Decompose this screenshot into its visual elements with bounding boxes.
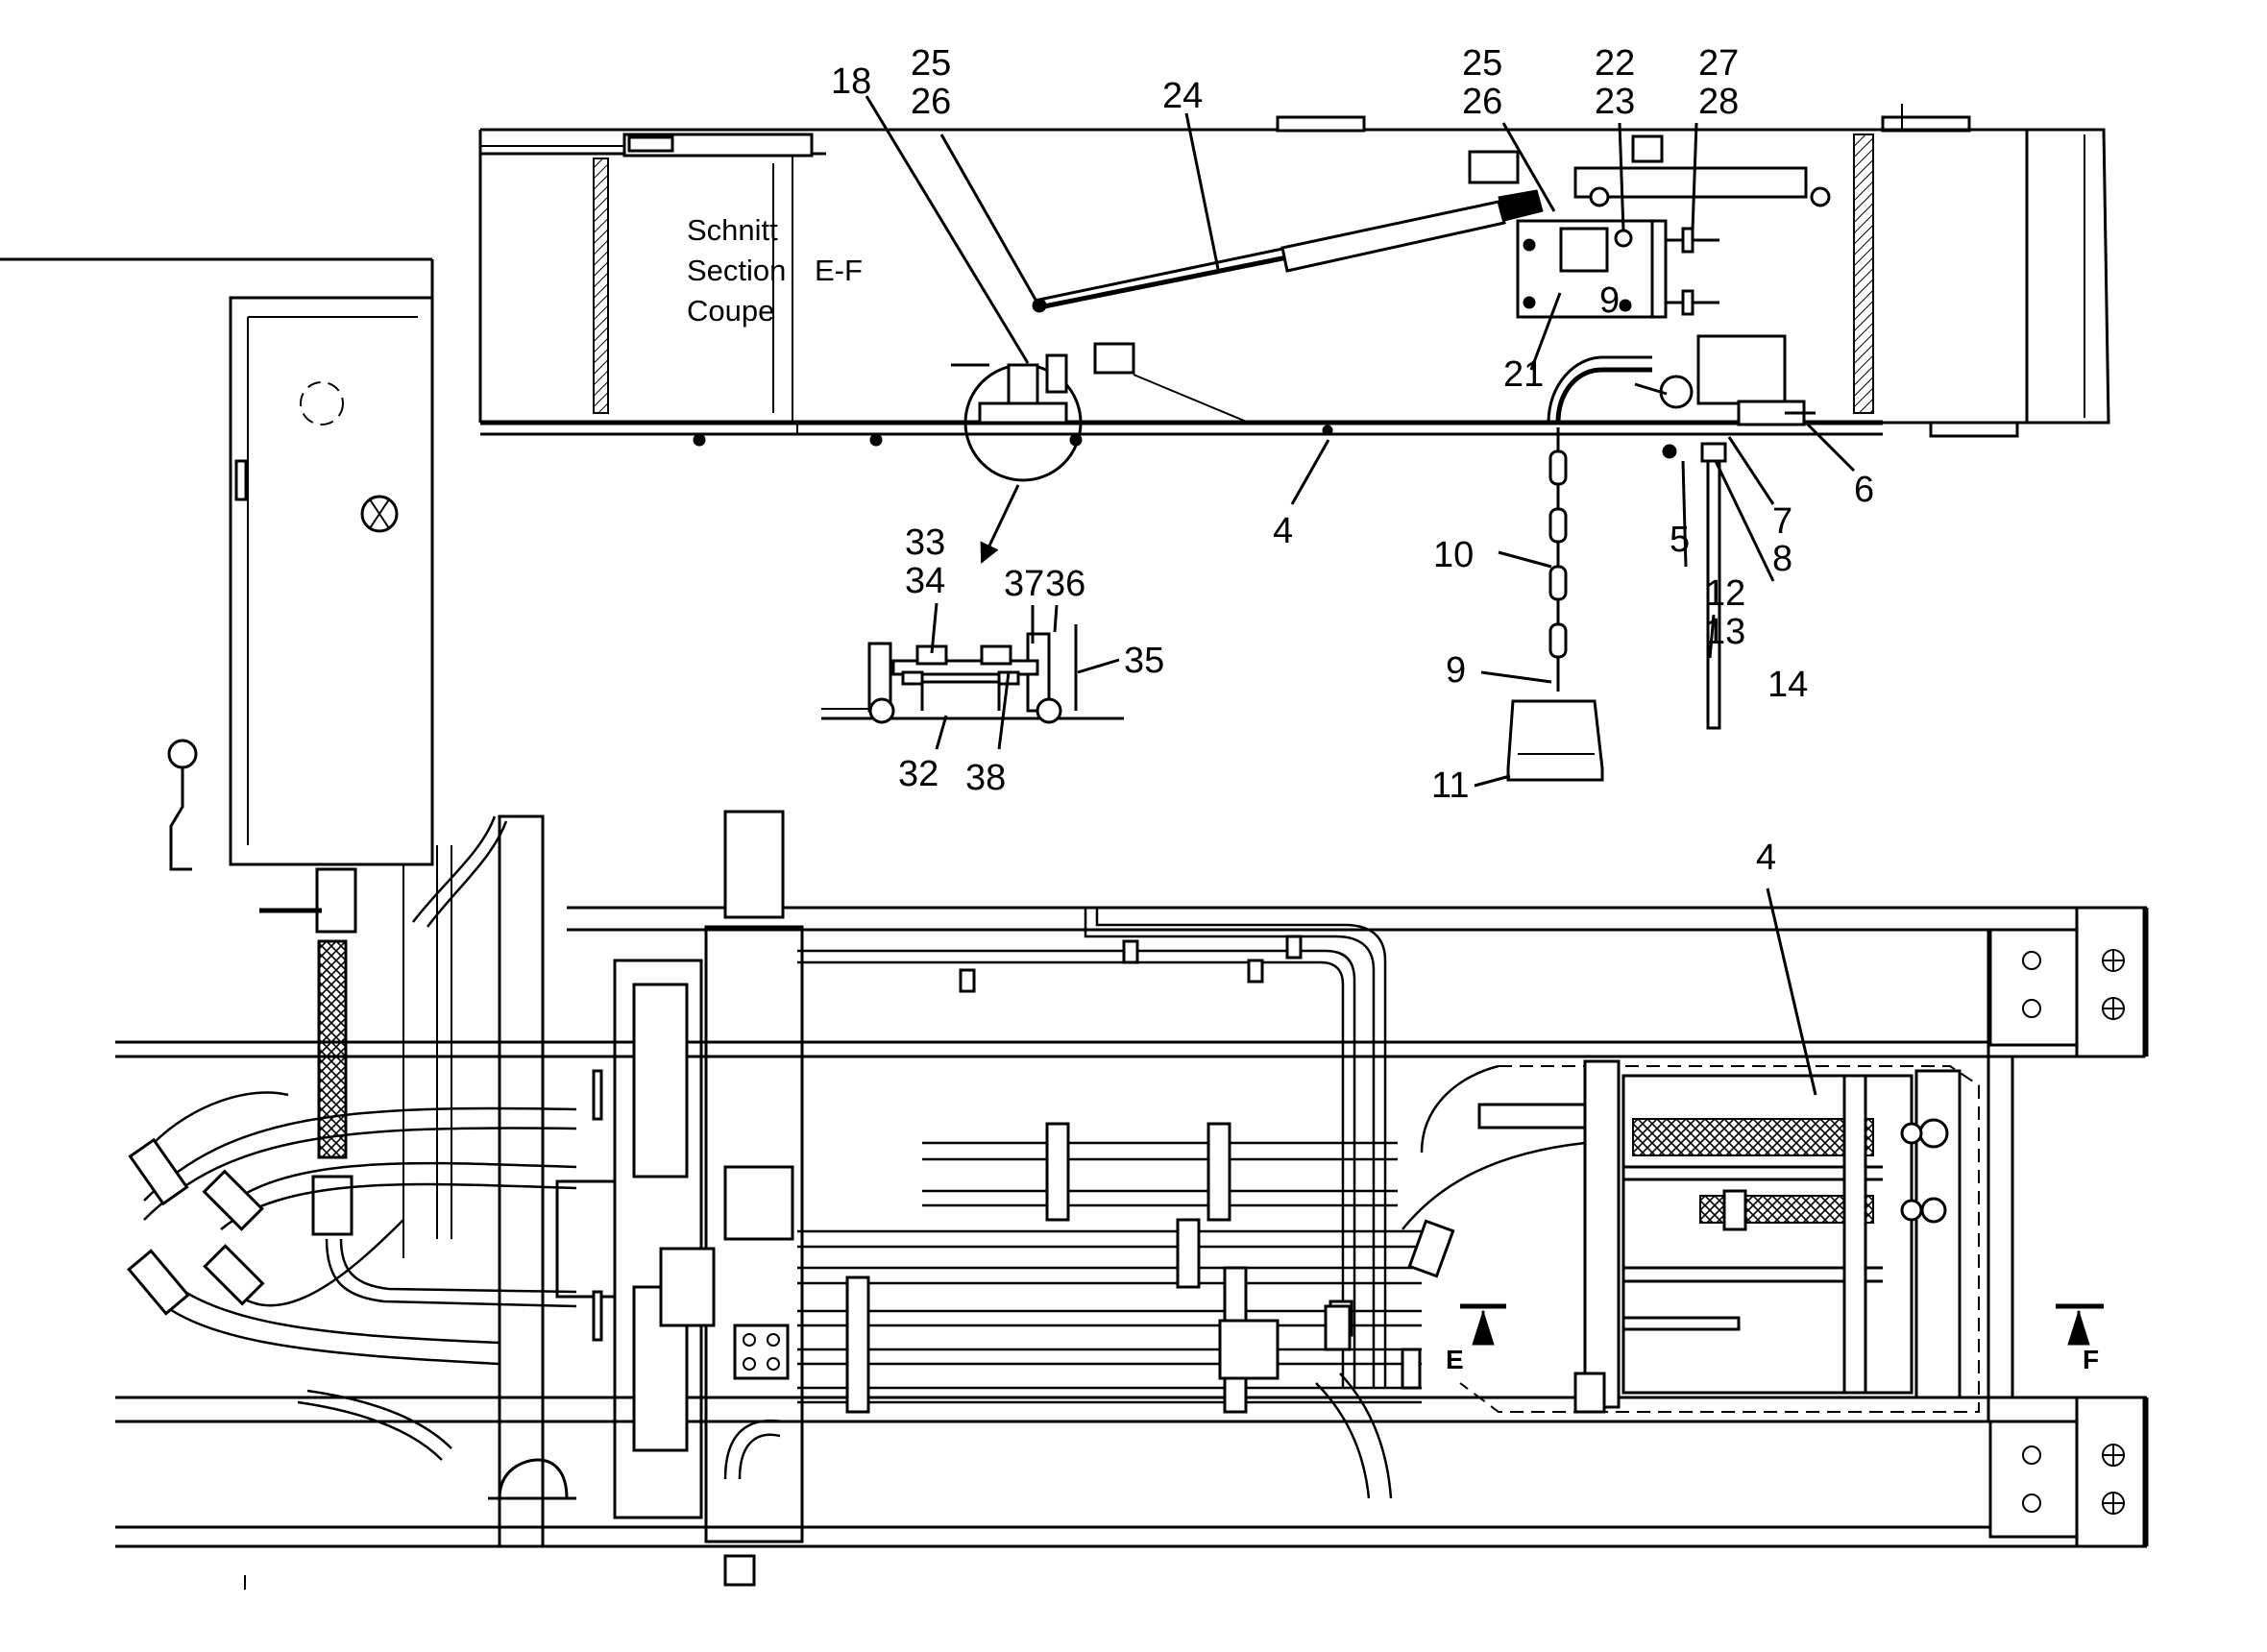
detail-view [821,624,1124,724]
rail-bolts [693,425,1677,459]
callout-6: 6 [1854,470,1874,510]
callout-14: 14 [1767,665,1808,705]
callout-7: 7 [1772,501,1792,542]
callout-37: 37 [1004,564,1044,604]
callout-21: 21 [1503,354,1544,395]
callout-36: 36 [1045,564,1085,604]
callout-34: 34 [905,561,945,601]
section-ref: E-F [815,254,863,287]
callout-24: 24 [1162,76,1203,116]
section-mark-f: F [2083,1345,2099,1374]
callout-25-left: 25 [911,43,951,84]
plan-view: E F [115,810,2149,1590]
callout-numbers: 18 25 26 24 25 26 22 23 27 28 21 9 6 7 8… [831,43,1874,878]
callout-12: 12 [1705,573,1745,614]
callout-35: 35 [1124,641,1164,681]
gas-strut [1032,189,1544,313]
callout-25-right: 25 [1462,43,1502,84]
section-title-line1: Schnitt [687,213,778,247]
callout-11: 11 [1431,765,1469,806]
callout-10: 10 [1433,535,1474,575]
corner-bracket-top [1988,906,2146,1058]
section-mark-e: E [1446,1345,1464,1374]
callout-38: 38 [965,758,1006,798]
callout-9-bottom: 9 [1446,650,1466,691]
callout-13: 13 [1705,612,1745,652]
callout-28: 28 [1698,82,1739,122]
callout-4-bottom: 4 [1756,838,1776,878]
callout-8: 8 [1772,539,1792,579]
callout-26-left: 26 [911,82,951,122]
bracket-plate [1468,134,1831,319]
corner-bracket-bottom [1988,1396,2146,1548]
filter-assembly [1459,1059,1980,1414]
section-title-line3: Coupe [687,294,774,328]
callout-22: 22 [1595,43,1635,84]
callout-5: 5 [1670,520,1690,560]
callout-4-top: 4 [1273,511,1293,551]
callout-23: 23 [1595,82,1635,122]
callout-9-top: 9 [1599,280,1620,321]
tank [0,257,434,1236]
section-view-e-f: Schnitt Section Coupe E-F [478,104,2110,782]
callout-27: 27 [1698,43,1739,84]
pipe-runs [797,908,1422,1404]
callout-32: 32 [898,754,938,794]
callout-26-right: 26 [1462,82,1502,122]
leader-lines [865,95,1856,1096]
callout-33: 33 [905,522,945,563]
section-title-line2: Section [687,254,786,287]
chain-with-weight [1506,427,1604,782]
callout-18: 18 [831,61,871,102]
